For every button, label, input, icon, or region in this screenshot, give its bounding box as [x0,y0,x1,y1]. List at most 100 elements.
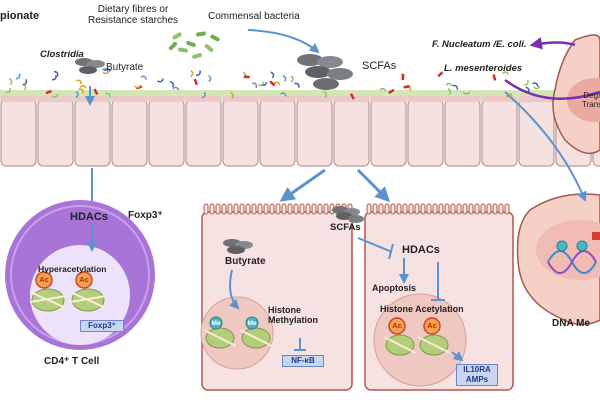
arrow-to-right-cell [356,168,391,203]
bacterium [252,82,258,88]
cell-middle [200,203,353,391]
bacterium [282,74,287,82]
bacterium [273,81,281,86]
fnucleatum-label: F. Nucleatum /E. coli. [432,39,527,50]
bacterium [93,88,99,96]
bacterium [78,88,84,94]
right-nucleosomes [383,317,451,356]
inhibit-hdacs [357,237,393,253]
bacterium [51,93,59,98]
arrow-bacteria-to-scfas [247,29,320,54]
bacterium [75,90,79,99]
bacterium [102,70,110,75]
bacterium [462,91,471,95]
mid-butyrate-label: Butyrate [225,256,266,267]
bacterium [379,87,387,92]
bacterium [452,84,459,90]
epithelial-cell [481,96,518,167]
clostridia-label: Clostridia [40,49,84,60]
bacterium [169,80,175,88]
bacterium [140,75,148,80]
right-scfas-label: SCFAs [330,222,361,233]
dna-methylation-fragment: DNA Me [552,318,590,329]
bacterium [258,81,265,87]
epithelial-cell [518,96,555,167]
tumor-cell-bottom [516,193,600,326]
epithelial-cell [296,96,333,167]
bacterium [193,78,198,86]
right-ac-1: Ac [392,321,402,330]
bacteria-particles [5,68,583,100]
bacterium [5,88,11,94]
fibres-label: Dietary fibres or Resistance starches [88,4,179,26]
arrow-fnucleatum [529,37,576,50]
bacterium [8,77,13,86]
bacterium [388,88,395,94]
bacterium [79,85,87,89]
epithelial-cell [407,96,444,167]
epithelial-cell [370,96,407,167]
tumor-cell-top [552,34,600,155]
bacterium [447,88,452,96]
bacterium [403,85,410,89]
scfa-cluster-right [332,206,364,223]
bacterium [157,78,164,83]
bacterium [280,92,287,97]
tcell-ac-1: Ac [39,275,49,284]
tcell-foxp3-label: Foxp3⁺ [128,210,163,221]
epithelial-cell [222,96,259,167]
hyperacetylation-label: Hyperacetylation [38,264,107,274]
bacterium [101,68,109,72]
tcell-nucleosomes [29,271,107,312]
epithelial-cell [333,96,370,167]
tcell-ac-2: Ac [79,275,89,284]
epithelial-cell [148,96,185,167]
bacterium [492,74,497,81]
bacterium [53,70,59,77]
mid-me-2: Me [247,320,257,327]
bacterium [533,85,541,90]
foxp3-box: Foxp3⁺ [80,320,124,332]
epithelial-cell [444,96,481,167]
epithelium [0,96,600,167]
tcell-cell-label: CD4⁺ T Cell [44,356,100,367]
targets-box: IL10RA AMPs [456,364,498,386]
bacterium [243,75,250,79]
bacterium [103,68,112,72]
bacterium [290,75,294,83]
bacterium [437,71,444,78]
header-fragment: pionate [0,10,40,22]
butyrate-cluster-mid [223,239,253,254]
right-hdacs-label: HDACs [402,244,440,256]
butyrate-cluster-top [75,58,105,74]
lmesenteroides-label: L. mesenteroides [444,63,523,74]
bacterium [201,91,206,99]
epithelial-cell [185,96,222,167]
epithelial-cell [37,96,74,167]
epithelial-cell [259,96,296,167]
right-ac-2: Ac [427,321,437,330]
fibre-capsules [168,31,220,59]
butyrate-label: Butyrate [106,62,144,73]
bacterium [134,84,142,89]
bacteria-label: Commensal bacteria [208,11,300,22]
bacterium [15,73,21,80]
arrow-lmesenteroides [504,78,600,100]
bacterium [445,82,453,87]
bacterium [524,79,529,86]
epithelial-cell [111,96,148,167]
mid-me-1: Me [211,320,221,327]
bacterium [401,73,405,81]
bacterium [45,89,52,95]
bacterium [195,70,201,76]
scfas-label: SCFAs [362,60,397,72]
bacterium [269,80,276,87]
bacterium [76,79,82,85]
epithelial-cell [74,96,111,167]
bacterium [294,82,300,88]
epithelial-cell [0,96,37,167]
arrow-to-targets [451,351,464,362]
apoptosis-label: Apoptosis [372,283,416,293]
